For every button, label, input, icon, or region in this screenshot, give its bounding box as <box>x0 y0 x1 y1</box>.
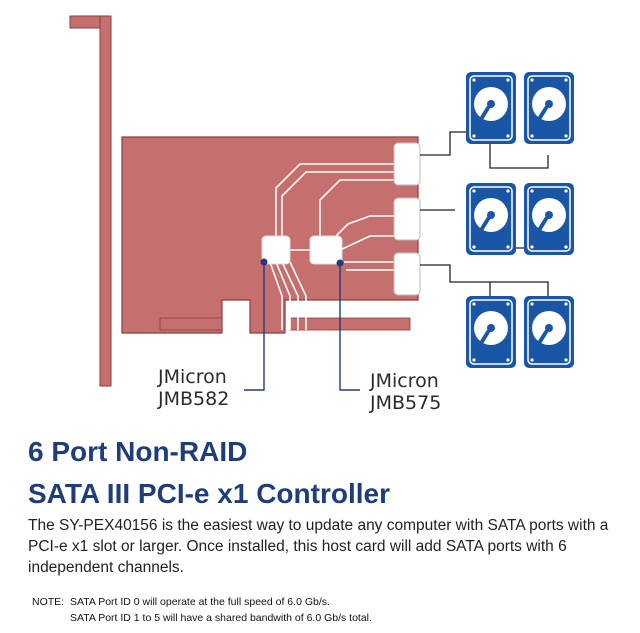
pcb-board <box>121 136 419 334</box>
chip-label-jmb575: JMicron JMB575 <box>370 370 442 414</box>
note-line-1: SATA Port ID 0 will operate at the full … <box>70 596 330 608</box>
pin-dot <box>260 258 268 266</box>
page-title-line1: 6 Port Non-RAID <box>28 436 248 467</box>
chip-jmb575 <box>309 235 343 265</box>
chip-jmb582 <box>261 235 291 265</box>
hard-drive-icon <box>524 72 574 144</box>
pcb-traces <box>269 163 394 330</box>
hard-drive-icon <box>524 183 574 255</box>
hard-drive-icon <box>466 296 516 368</box>
callout-lines <box>244 262 360 391</box>
sata-ports <box>393 142 421 296</box>
pci-bracket <box>69 15 112 387</box>
note-block: NOTE: SATA Port ID 0 will operate at the … <box>32 594 372 626</box>
controller-diagram <box>69 15 574 391</box>
chip-label-jmb582: JMicron JMB582 <box>158 366 230 410</box>
hard-drive-icon <box>466 183 516 255</box>
hard-drive-icon <box>524 296 574 368</box>
sata-port <box>393 197 421 241</box>
note-label: NOTE: <box>32 596 65 608</box>
sata-port <box>393 142 421 186</box>
hard-drive-icon <box>466 72 516 144</box>
product-description: The SY-PEX40156 is the easiest way to up… <box>28 517 609 576</box>
hard-drives <box>466 72 574 368</box>
page-title-line2: SATA III PCI-e x1 Controller <box>28 478 390 509</box>
note-line-2: SATA Port ID 1 to 5 will have a shared b… <box>70 612 372 624</box>
pin-dot <box>336 259 344 267</box>
sata-port <box>393 252 421 296</box>
